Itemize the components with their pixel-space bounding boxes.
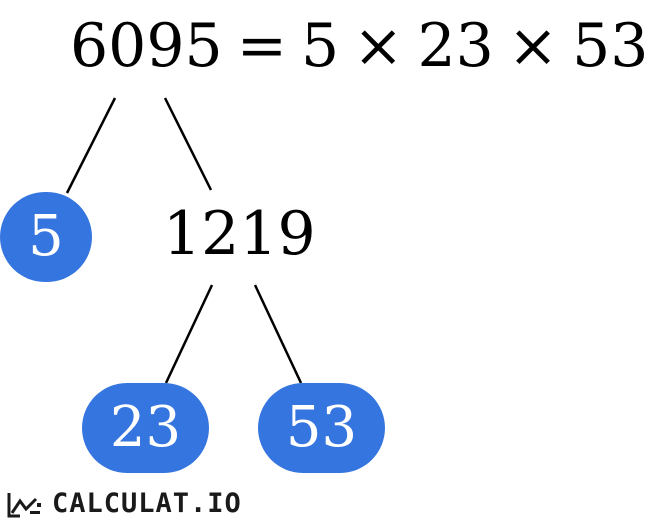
prime-node-23: 23 <box>82 383 209 473</box>
equals-sign: = <box>236 11 287 81</box>
prime-label-53: 53 <box>285 395 358 460</box>
calculator-logo-icon <box>7 493 41 518</box>
prime-node-5: 5 <box>0 192 92 282</box>
equation-number: 6095 <box>70 11 223 81</box>
intermediate-node-1219: 1219 <box>163 199 316 269</box>
calculat-io-logo[interactable]: CALCULAT.IO <box>6 488 242 520</box>
equation-factor-1: 5 <box>300 11 340 81</box>
factorization-equation: 6095=5×23×53 <box>70 10 648 82</box>
edge-1219-to-53 <box>253 284 303 384</box>
prime-node-53: 53 <box>258 383 385 473</box>
prime-label-5: 5 <box>28 204 64 269</box>
edge-root-to-1219 <box>163 97 213 191</box>
logo-text: CALCULAT.IO <box>52 488 242 519</box>
edge-root-to-5 <box>65 97 117 194</box>
prime-label-23: 23 <box>109 395 182 460</box>
edge-1219-to-23 <box>164 284 214 384</box>
times-sign-2: × <box>507 11 559 81</box>
equation-factor-2: 23 <box>417 11 494 81</box>
equation-factor-3: 53 <box>572 11 649 81</box>
times-sign-1: × <box>353 11 404 81</box>
